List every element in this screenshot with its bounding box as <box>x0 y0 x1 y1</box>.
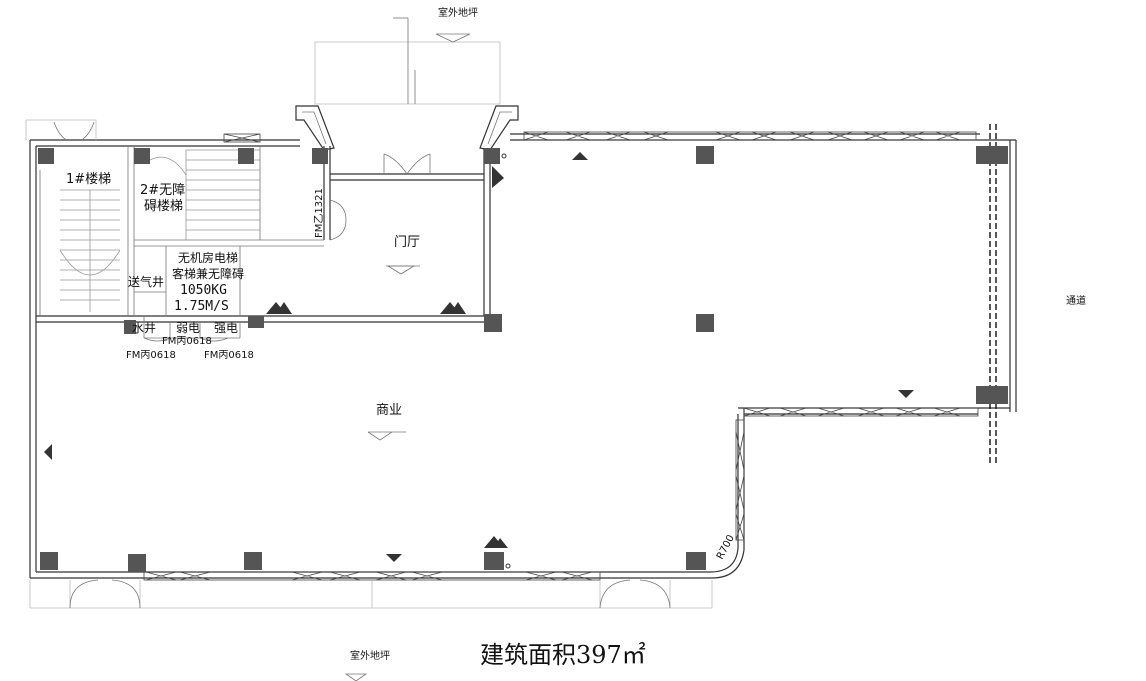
label-commercial: 商业 <box>376 403 402 418</box>
column <box>128 554 146 572</box>
top-left-door <box>25 119 97 141</box>
column <box>994 386 1008 404</box>
label-strong-elec: 强电 <box>214 321 238 335</box>
column <box>994 146 1008 164</box>
column <box>244 552 262 570</box>
column <box>484 148 500 164</box>
column <box>40 552 58 570</box>
column <box>124 320 136 334</box>
label-weak-elec: 弱电 <box>176 321 200 335</box>
column <box>248 316 264 328</box>
label-fm-2: FM丙0618 <box>126 350 176 361</box>
columns <box>38 146 1008 572</box>
label-passage: 通道 <box>1066 294 1086 307</box>
label-fm-1: FM丙0618 <box>162 336 212 347</box>
bottom-outdoor <box>29 579 713 681</box>
column <box>484 552 504 570</box>
elevator-shafts <box>134 246 241 342</box>
label-building-area: 建筑面积397㎡ <box>480 641 646 669</box>
column <box>686 552 706 570</box>
label-stair-2-line1: 2#无障 <box>140 183 185 198</box>
column <box>38 148 54 164</box>
passage-boundary <box>989 124 997 466</box>
label-elevator-load: 1050KG <box>180 283 227 298</box>
label-vent-shaft: 送气井 <box>128 274 164 289</box>
label-outdoor-top: 室外地坪 <box>438 6 478 19</box>
labels: 室外地坪 室外地坪 1#楼梯 2#无障 碍楼梯 FM乙1321 门厅 无机房电梯… <box>66 6 1086 669</box>
markers <box>44 152 914 569</box>
stair-2 <box>134 146 347 247</box>
label-stair-2-line2: 碍楼梯 <box>144 199 183 214</box>
label-fm-door: FM乙1321 <box>313 188 325 238</box>
label-elevator-line2: 客梯兼无障碍 <box>172 266 244 281</box>
column <box>312 148 328 164</box>
label-elevator-line1: 无机房电梯 <box>178 250 238 265</box>
label-water-shaft: 水井 <box>132 321 156 335</box>
column <box>976 146 994 164</box>
entrance-canopy <box>314 17 501 105</box>
label-elevator-speed: 1.75M/S <box>174 299 229 314</box>
windows <box>143 131 979 581</box>
stair-1 <box>39 146 135 316</box>
label-outdoor-bottom: 室外地坪 <box>350 649 390 662</box>
column <box>696 314 714 332</box>
column <box>976 386 994 404</box>
column <box>134 148 150 164</box>
label-lobby: 门厅 <box>394 235 420 250</box>
column <box>696 146 714 164</box>
label-stair-1: 1#楼梯 <box>66 172 111 187</box>
column <box>484 314 502 332</box>
label-radius: R700 <box>715 533 737 561</box>
label-fm-3: FM丙0618 <box>204 350 254 361</box>
column <box>238 148 254 164</box>
